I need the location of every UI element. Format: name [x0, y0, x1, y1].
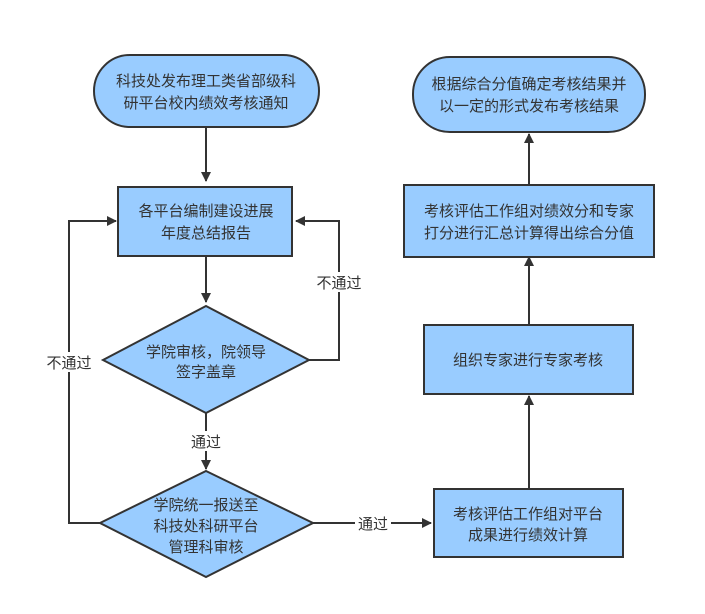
node-summary-line-2: 年度总结报告 — [161, 224, 251, 242]
node-expert-review[interactable]: 组织专家进行专家考核 — [423, 324, 634, 395]
edge-label-submit-review-fail: 不通过 — [46, 354, 91, 372]
edge-label-college-review-pass: 通过 — [191, 433, 221, 451]
edge-label-college-review-fail: 不通过 — [316, 274, 361, 292]
edge-label-bg — [312, 272, 366, 292]
edge-label-submit-review-pass: 通过 — [358, 515, 388, 533]
node-end[interactable]: 根据综合分值确定考核结果并 以一定的形式发布考核结果 — [412, 56, 646, 133]
edge-label-bg — [355, 513, 391, 533]
edge-label-bg — [42, 352, 96, 372]
process-shape — [423, 324, 634, 395]
process-shape — [117, 186, 293, 257]
node-submit-review[interactable]: 学院统一报送至 科技处科研平台 管理科审核 — [97, 469, 316, 579]
terminator-shape — [412, 56, 646, 133]
node-start-line-1: 科技处发布理工类省部级科 — [116, 72, 296, 90]
node-college-review-line-1: 学院审核，院领导 — [146, 343, 266, 361]
decision-shape — [100, 304, 312, 415]
node-end-line-2: 以一定的形式发布考核结果 — [439, 97, 619, 115]
node-perf-calc-line-1: 考核评估工作组对平台 — [453, 505, 603, 523]
node-submit-review-line-2: 科技处科研平台 — [153, 517, 258, 535]
node-aggregate-line-1: 考核评估工作组对绩效分和专家 — [424, 202, 634, 220]
node-summary[interactable]: 各平台编制建设进展 年度总结报告 — [117, 186, 293, 257]
node-college-review[interactable]: 学院审核，院领导 签字盖章 — [100, 304, 312, 415]
node-aggregate-line-2: 打分进行汇总计算得出综合分值 — [424, 224, 634, 242]
node-aggregate[interactable]: 考核评估工作组对绩效分和专家 打分进行汇总计算得出综合分值 — [403, 184, 655, 258]
node-submit-review-line-3: 管理科审核 — [168, 538, 243, 556]
node-end-line-1: 根据综合分值确定考核结果并 — [431, 75, 626, 93]
terminator-shape — [93, 54, 320, 128]
decision-shape — [97, 469, 316, 579]
node-perf-calc[interactable]: 考核评估工作组对平台 成果进行绩效计算 — [433, 488, 624, 558]
process-shape — [403, 184, 655, 258]
node-perf-calc-line-2: 成果进行绩效计算 — [468, 526, 588, 544]
edge-label-bg — [186, 431, 226, 451]
node-summary-line-1: 各平台编制建设进展 — [138, 202, 273, 220]
node-submit-review-line-1: 学院统一报送至 — [153, 496, 258, 514]
node-start[interactable]: 科技处发布理工类省部级科 研平台校内绩效考核通知 — [93, 54, 320, 128]
node-college-review-line-2: 签字盖章 — [176, 363, 236, 381]
node-expert-review-line-1: 组织专家进行专家考核 — [453, 351, 603, 369]
process-shape — [433, 488, 624, 558]
node-start-line-2: 研平台校内绩效考核通知 — [123, 94, 288, 112]
